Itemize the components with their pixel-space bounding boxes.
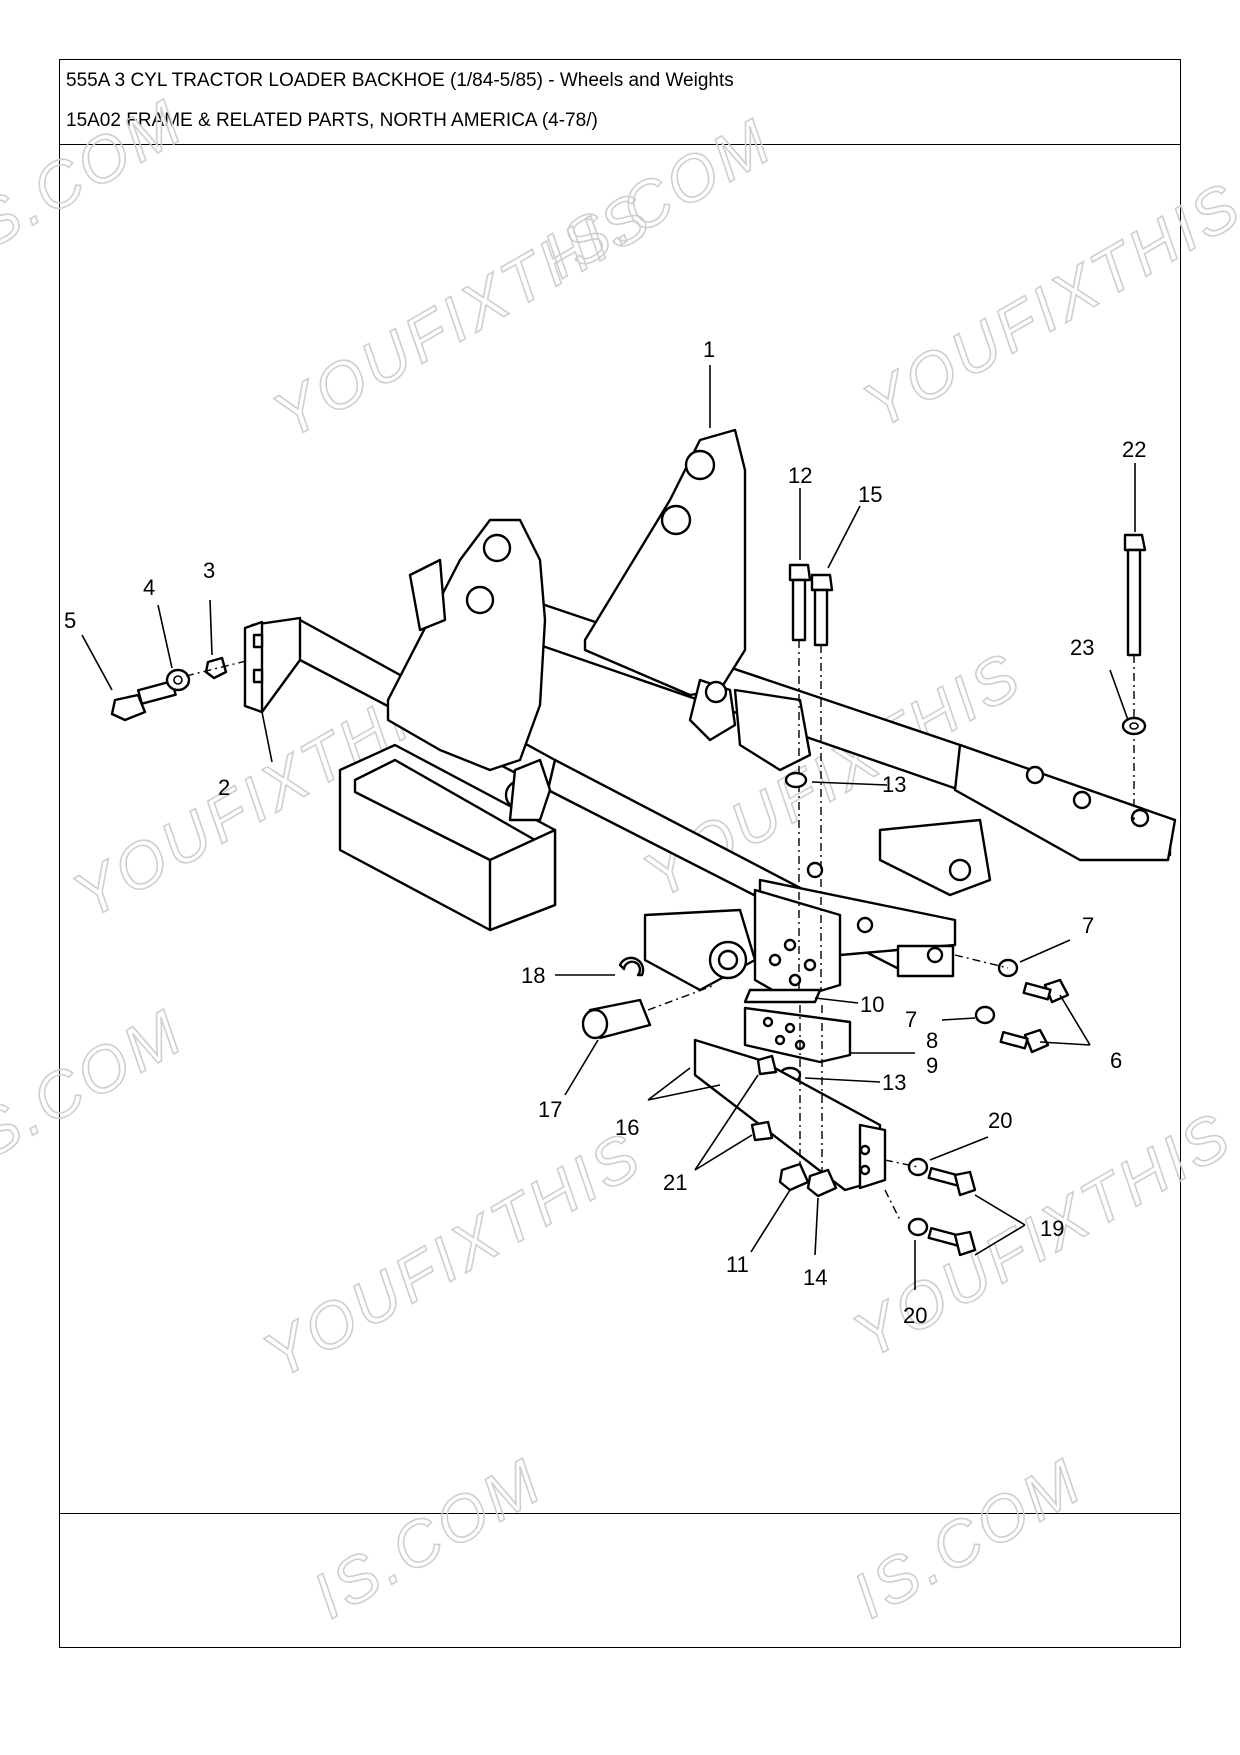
callout-14: 14 — [803, 1265, 827, 1290]
callout-17: 17 — [538, 1097, 562, 1122]
callout-19: 19 — [1040, 1216, 1064, 1241]
callout-13: 13 — [882, 772, 906, 797]
callout-5: 5 — [64, 608, 76, 633]
callout-1: 1 — [703, 337, 715, 362]
callout-4: 4 — [143, 575, 155, 600]
watermark-text: S.COM — [0, 995, 196, 1172]
callout-20: 20 — [903, 1303, 927, 1328]
callout-23: 23 — [1070, 635, 1094, 660]
main-frame-part — [243, 428, 1177, 1002]
header: 555A 3 CYL TRACTOR LOADER BACKHOE (1/84-… — [60, 60, 1180, 145]
small-parts — [110, 533, 1147, 1257]
callout-16: 16 — [615, 1115, 639, 1140]
callout-22: 22 — [1122, 437, 1146, 462]
page-frame: 555A 3 CYL TRACTOR LOADER BACKHOE (1/84-… — [59, 59, 1181, 1648]
callout-7: 7 — [905, 1007, 917, 1032]
callout-9: 9 — [926, 1053, 938, 1078]
footer-box — [60, 1513, 1180, 1647]
callout-15: 15 — [858, 482, 882, 507]
callout-12: 12 — [788, 463, 812, 488]
watermark-text: IS.COM — [531, 104, 785, 292]
watermark: S.COM YOUFIXTHIS IS.COM YOUFIXTHIS YOUFI… — [0, 84, 1240, 1633]
page-subtitle: 15A02 FRAME & RELATED PARTS, NORTH AMERI… — [66, 110, 598, 131]
callout-18: 18 — [521, 963, 545, 988]
callout-7: 7 — [1082, 913, 1094, 938]
callout-6: 6 — [1110, 1048, 1122, 1073]
watermark-text: IS.COM — [301, 1444, 555, 1632]
callout-3: 3 — [203, 558, 215, 583]
watermark-text: YOUFIXTHIS — [251, 1118, 654, 1392]
callout-20: 20 — [988, 1108, 1012, 1133]
watermark-text: S.COM — [0, 85, 196, 262]
callout-10: 10 — [860, 992, 884, 1017]
callout-11: 11 — [726, 1252, 749, 1277]
callout-13: 13 — [882, 1070, 906, 1095]
watermark-text: IS.COM — [841, 1444, 1095, 1632]
page-title: 555A 3 CYL TRACTOR LOADER BACKHOE (1/84-… — [66, 70, 734, 91]
callout-21: 21 — [663, 1170, 687, 1195]
watermark-text: YOUFIXTHIS — [851, 168, 1240, 442]
callout-2: 2 — [218, 775, 230, 800]
leader-lines — [81, 365, 1136, 1290]
callout-8: 8 — [926, 1028, 938, 1053]
callout-labels: 1 2 3 4 5 6 7 7 8 9 10 11 12 13 13 14 15… — [64, 337, 1146, 1328]
